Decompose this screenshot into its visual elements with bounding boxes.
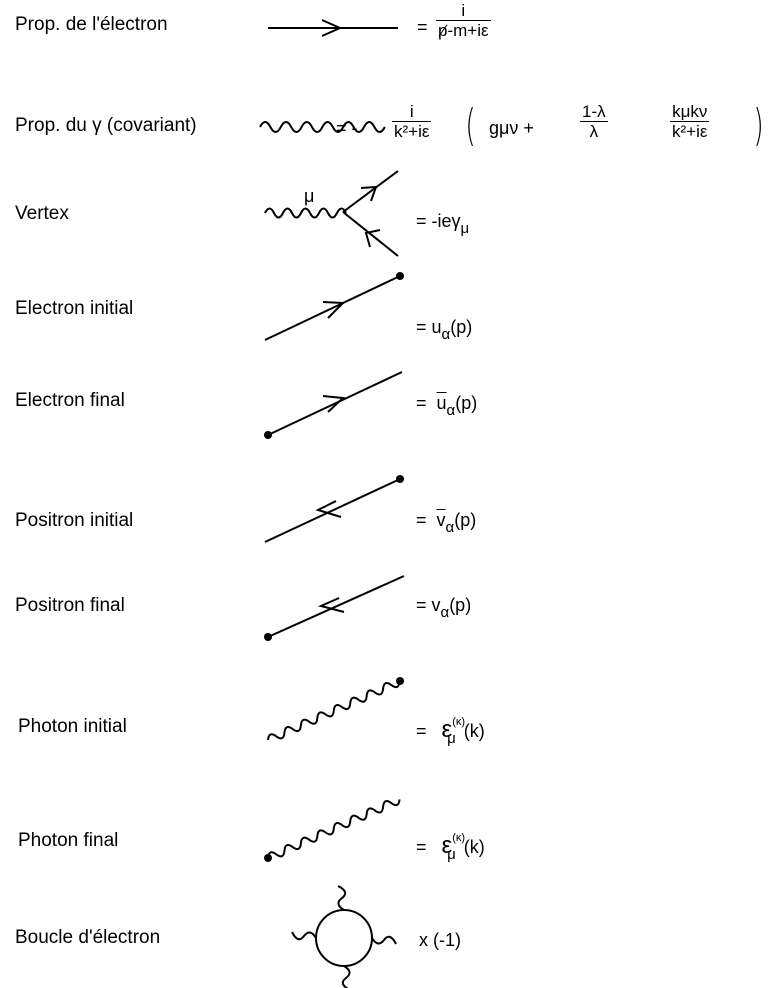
- label-vertex: Vertex: [15, 203, 69, 224]
- photon-prop-frac3-den: k²+iε: [672, 122, 708, 141]
- electron-loop-factor: x (-1): [419, 930, 461, 950]
- photon-prop-frac1-num: i: [392, 102, 432, 122]
- label-electron-loop: Boucle d'électron: [15, 927, 161, 948]
- eq-photon-propagator: = -: [336, 118, 358, 138]
- photon-prop-frac2-den: λ: [589, 122, 599, 141]
- photon-initial-factor: = ε(κ)μ(k): [416, 716, 485, 747]
- positron-final-line: [264, 575, 405, 641]
- label-electron-final: Electron final: [15, 390, 125, 411]
- positron-initial-line: [264, 475, 404, 543]
- vertex-mu-label: μ: [304, 186, 315, 206]
- label-electron-propagator: Prop. de l'électron: [15, 14, 168, 35]
- photon-prop-frac3-num: kμkν: [670, 102, 710, 122]
- label-electron-initial: Electron initial: [15, 298, 134, 319]
- photon-prop-frac1: i k²+iε: [392, 102, 432, 142]
- photon-propagator-wavy: [259, 121, 386, 133]
- electron-propagator-denominator: p-m+iε: [438, 21, 489, 40]
- eq-electron-propagator: =: [417, 17, 428, 37]
- label-photon-propagator: Prop. du γ (covariant): [15, 115, 197, 136]
- photon-prop-frac1-den: k²+iε: [394, 122, 430, 141]
- photon-prop-frac2: 1-λ λ: [580, 102, 608, 142]
- vertex-diagram: [264, 170, 399, 257]
- electron-propagator-fraction: i p-m+iε: [436, 1, 491, 41]
- label-positron-initial: Positron initial: [15, 510, 134, 531]
- right-paren: ): [753, 100, 764, 151]
- electron-final-factor: = uα(p): [416, 393, 478, 419]
- p-slash: p: [438, 21, 448, 40]
- photon-prop-frac3: kμkν k²+iε: [670, 102, 710, 142]
- photon-final-wavy: [264, 799, 401, 862]
- electron-propagator-line: [268, 19, 398, 37]
- electron-initial-line: [264, 272, 404, 341]
- label-positron-final: Positron final: [15, 595, 125, 616]
- label-photon-final: Photon final: [18, 830, 119, 851]
- label-photon-initial: Photon initial: [18, 716, 127, 737]
- vertex-factor: = -ieγμ: [416, 211, 470, 237]
- electron-loop-diagram: [291, 885, 397, 988]
- electron-initial-factor: = uα(p): [416, 317, 473, 343]
- positron-final-factor: = vα(p): [416, 595, 472, 621]
- positron-initial-factor: = vα(p): [416, 510, 477, 536]
- photon-final-factor: = ε(κ)μ(k): [416, 832, 485, 863]
- g-mu-nu: gμν +: [489, 118, 534, 138]
- photon-prop-frac2-num: 1-λ: [580, 102, 608, 122]
- electron-propagator-numerator: i: [436, 1, 491, 21]
- electron-final-line: [264, 371, 403, 439]
- left-paren: (: [465, 100, 476, 151]
- photon-initial-wavy: [267, 677, 404, 741]
